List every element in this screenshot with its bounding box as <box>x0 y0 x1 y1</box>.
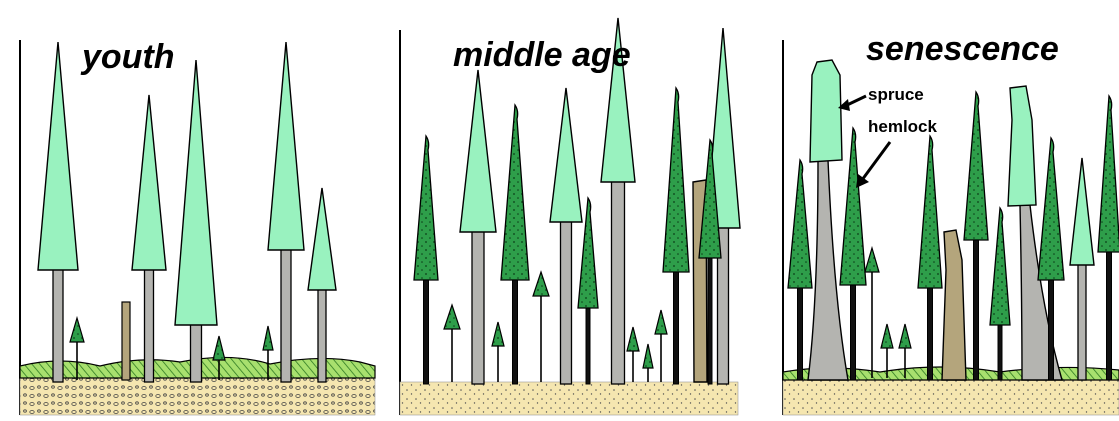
hemlock-trunk <box>586 303 590 384</box>
dead-snag <box>942 230 966 380</box>
spruce-crown <box>175 60 217 325</box>
middle-age-forest <box>400 18 740 415</box>
spruce-trunk <box>191 320 202 382</box>
hemlock-trunk <box>424 275 429 384</box>
title-youth: youth <box>80 38 175 76</box>
spruce-crown <box>1070 158 1094 265</box>
youth-forest <box>20 42 375 415</box>
spruce-crown <box>38 42 78 270</box>
spruce-crown <box>132 95 166 270</box>
senescence-forest <box>783 60 1119 415</box>
sapling-crown <box>643 344 653 368</box>
sapling-crown <box>655 310 667 334</box>
hemlock-arrowhead <box>856 174 869 188</box>
hemlock-trunk <box>928 283 933 380</box>
hemlock-crown <box>964 92 988 240</box>
hemlock-pointer-arrow <box>862 142 890 180</box>
hemlock-trunk <box>708 253 712 384</box>
spruce-trunk <box>612 177 625 384</box>
hemlock-crown <box>501 105 529 280</box>
sapling-crown <box>899 324 911 348</box>
broken-spruce-crown <box>810 60 842 162</box>
spruce-crown <box>268 42 304 250</box>
broken-spruce-crown <box>1008 86 1036 206</box>
hemlock-trunk <box>513 275 518 384</box>
spruce-trunk <box>281 245 291 382</box>
spruce-trunk <box>145 265 154 382</box>
hemlock-crown <box>1038 138 1064 280</box>
spruce-trunk <box>561 217 572 384</box>
spruce-trunk <box>318 285 326 382</box>
hemlock-trunk <box>974 235 979 380</box>
hemlock-trunk <box>1049 275 1054 380</box>
sapling-crown <box>492 322 504 346</box>
panel-youth: youth <box>20 38 375 415</box>
hemlock-trunk <box>798 283 803 380</box>
spruce-trunk <box>53 265 63 382</box>
hemlock-crown <box>788 160 812 288</box>
hemlock-crown <box>414 136 438 280</box>
dead-snag <box>122 302 130 380</box>
panel-middle-age: middle age <box>400 18 740 415</box>
panel-senescence: senescence spruce hemlock <box>783 30 1119 415</box>
sapling-crown <box>865 248 879 272</box>
hemlock-crown <box>918 136 942 288</box>
hemlock-trunk <box>998 320 1002 380</box>
spruce-crown <box>550 88 582 222</box>
sapling-crown <box>627 327 639 351</box>
hemlock-crown <box>1098 96 1119 252</box>
soil-layer <box>20 378 375 415</box>
hemlock-crown <box>840 128 866 285</box>
hemlock-crown <box>990 208 1010 325</box>
hemlock-trunk <box>851 280 856 380</box>
sapling-crown <box>533 272 549 296</box>
spruce-trunk <box>472 227 484 384</box>
title-middle-age: middle age <box>453 36 631 74</box>
soil-layer <box>400 382 738 415</box>
spruce-crown <box>308 188 336 290</box>
sapling-crown <box>70 318 84 342</box>
spruce-crown <box>460 70 496 232</box>
sapling-crown <box>213 336 225 360</box>
label-hemlock: hemlock <box>868 117 938 136</box>
hemlock-trunk <box>674 267 679 384</box>
hemlock-crown <box>663 88 689 272</box>
sapling-crown <box>881 324 893 348</box>
label-spruce: spruce <box>868 85 924 104</box>
spruce-trunk <box>1078 260 1086 380</box>
soil-layer <box>783 380 1119 415</box>
hemlock-trunk <box>1107 247 1112 380</box>
title-senescence: senescence <box>866 30 1059 68</box>
sapling-crown <box>444 305 460 329</box>
sapling-crown <box>263 326 273 350</box>
